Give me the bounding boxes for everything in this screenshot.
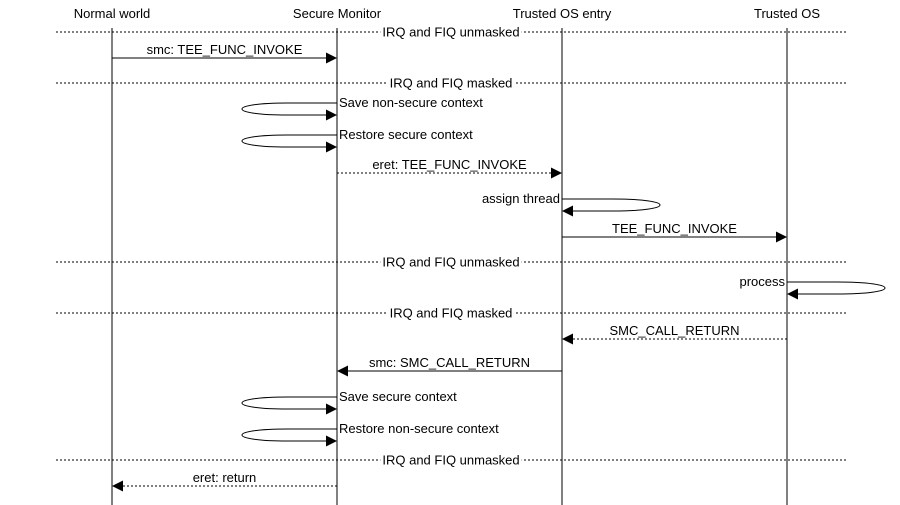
participant-secure-monitor: Secure Monitor <box>293 6 382 21</box>
participant-trusted-os: Trusted OS <box>754 6 820 21</box>
self-loop-arrowhead <box>562 205 573 217</box>
divider-label-bg <box>387 307 515 319</box>
self-loop-path <box>241 396 337 410</box>
self-loop-arrowhead <box>787 288 798 300</box>
self-loop-arrowhead <box>326 403 337 415</box>
message-arrowhead <box>551 167 562 179</box>
divider-label: IRQ and FIQ masked <box>390 306 513 321</box>
participant-trusted-os-entry: Trusted OS entry <box>513 6 612 21</box>
self-loop-label: Restore secure context <box>339 127 473 142</box>
message-arrowhead <box>776 231 787 243</box>
message-arrowhead <box>112 480 123 492</box>
self-loop-label: Save secure context <box>339 389 457 404</box>
step-divider: IRQ and FIQ unmasked <box>56 25 846 40</box>
step-divider: IRQ and FIQ unmasked <box>56 453 846 468</box>
self-loop-path <box>241 102 337 116</box>
divider-label: IRQ and FIQ masked <box>390 76 513 91</box>
divider-label: IRQ and FIQ unmasked <box>382 255 519 270</box>
divider-label: IRQ and FIQ unmasked <box>382 453 519 468</box>
message-arrowhead <box>562 333 573 345</box>
step-self: Save non-secure context <box>241 95 483 121</box>
step-self: Save secure context <box>241 389 457 415</box>
self-loop-path <box>787 281 886 295</box>
self-loop-path <box>241 428 337 442</box>
step-divider: IRQ and FIQ masked <box>56 306 846 321</box>
self-loop-arrowhead <box>326 435 337 447</box>
lifelines <box>111 28 788 505</box>
message-arrowhead <box>326 52 337 64</box>
message-label: smc: SMC_CALL_RETURN <box>369 355 530 370</box>
step-self: process <box>739 274 886 300</box>
message-arrowhead <box>337 365 348 377</box>
self-loop-label: assign thread <box>482 191 560 206</box>
self-loop-path <box>562 198 661 212</box>
step-divider: IRQ and FIQ unmasked <box>56 255 846 270</box>
divider-label-bg <box>380 454 522 466</box>
step-message: TEE_FUNC_INVOKE <box>562 221 787 243</box>
message-label: TEE_FUNC_INVOKE <box>612 221 737 236</box>
divider-label: IRQ and FIQ unmasked <box>382 25 519 40</box>
step-message: eret: return <box>112 470 337 492</box>
step-message: smc: TEE_FUNC_INVOKE <box>112 42 337 64</box>
divider-label-bg <box>387 77 515 89</box>
self-loop-arrowhead <box>326 109 337 121</box>
self-loop-label: process <box>739 274 785 289</box>
self-loop-arrowhead <box>326 141 337 153</box>
step-divider: IRQ and FIQ masked <box>56 76 846 91</box>
message-label: SMC_CALL_RETURN <box>609 323 739 338</box>
step-message: eret: TEE_FUNC_INVOKE <box>337 157 562 179</box>
self-loop-label: Save non-secure context <box>339 95 483 110</box>
divider-label-bg <box>380 26 522 38</box>
message-label: eret: return <box>193 470 257 485</box>
message-label: eret: TEE_FUNC_INVOKE <box>372 157 527 172</box>
sequence-steps: IRQ and FIQ unmasked smc: TEE_FUNC_INVOKE… <box>56 25 886 492</box>
step-message: smc: SMC_CALL_RETURN <box>337 355 562 377</box>
step-message: SMC_CALL_RETURN <box>562 323 787 345</box>
step-self: Restore non-secure context <box>241 421 499 447</box>
participant-normal-world: Normal world <box>74 6 151 21</box>
self-loop-label: Restore non-secure context <box>339 421 499 436</box>
step-self: Restore secure context <box>241 127 473 153</box>
self-loop-path <box>241 134 337 148</box>
divider-label-bg <box>380 256 522 268</box>
participant-headers: Normal world Secure Monitor Trusted OS e… <box>74 6 821 21</box>
message-label: smc: TEE_FUNC_INVOKE <box>147 42 303 57</box>
step-self: assign thread <box>482 191 661 217</box>
